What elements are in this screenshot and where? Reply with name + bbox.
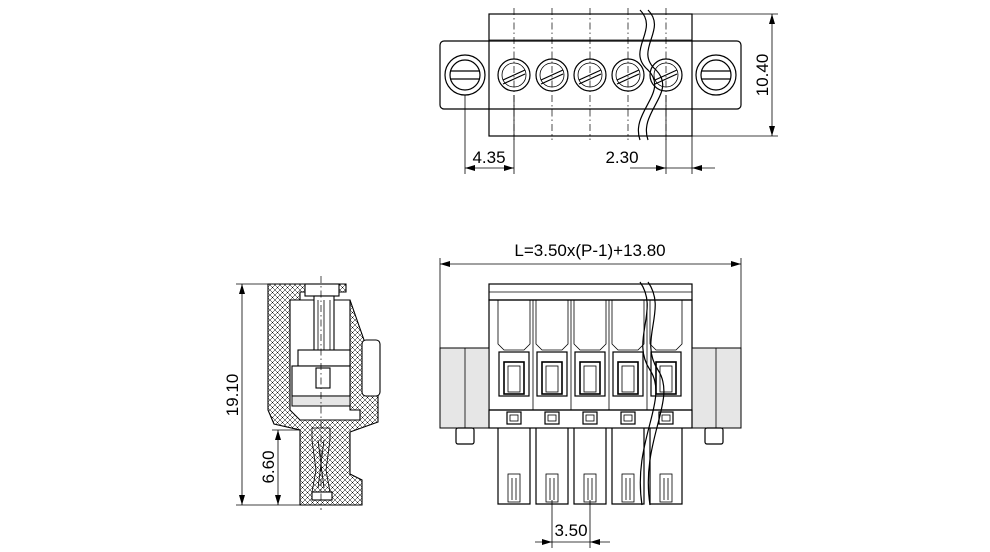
terminal-cell	[649, 300, 683, 425]
mounting-screw-icon	[695, 54, 737, 96]
side-wire-entry	[315, 367, 331, 389]
terminal-screw-icon	[497, 58, 531, 92]
side-screw-head	[304, 283, 340, 297]
terminal-pin	[535, 428, 569, 505]
dim-side-lower: 6.60	[259, 429, 300, 505]
dim-side-total: 19.10	[223, 283, 300, 506]
terminal-screw-icon	[573, 58, 607, 92]
side-latch	[361, 339, 381, 397]
dim-top-left-label: 4.35	[472, 148, 505, 167]
terminal-screw-icon	[611, 58, 645, 92]
break-line	[637, 9, 656, 141]
dim-formula: L=3.50x(P-1)+13.80	[439, 241, 742, 350]
dim-side-lower-label: 6.60	[259, 450, 278, 483]
front-foot-right	[704, 427, 724, 445]
front-ear-right	[691, 347, 742, 429]
side-clamp-top	[297, 349, 351, 367]
dim-top-height-label: 10.40	[753, 54, 772, 97]
terminal-screw-icon	[649, 58, 683, 92]
dim-front-pitch-label: 3.50	[554, 521, 587, 540]
mounting-screw-icon	[444, 54, 486, 96]
terminal-pin	[611, 428, 645, 505]
front-base	[488, 409, 693, 429]
terminal-pin	[573, 428, 607, 505]
dim-top-horizontal: 4.35 2.30	[464, 95, 715, 174]
terminal-pin	[497, 428, 531, 505]
terminal-cell	[611, 300, 645, 425]
front-terminal-cells	[497, 300, 683, 425]
terminal-screw-icon	[535, 58, 569, 92]
terminal-pin	[649, 428, 683, 505]
front-foot-left	[455, 427, 475, 445]
side-section-view: 19.10 6.60	[223, 276, 381, 510]
terminal-cell	[497, 300, 531, 425]
terminal-screws	[497, 58, 683, 92]
dim-side-total-label: 19.10	[223, 374, 242, 417]
dim-top-spacing-label: 2.30	[605, 148, 638, 167]
top-centerlines	[513, 8, 667, 140]
dim-front-pitch: 3.50	[535, 500, 610, 548]
terminal-cell	[535, 300, 569, 425]
top-view: 10.40 4.35 2.30	[439, 8, 778, 174]
terminal-cell	[573, 300, 607, 425]
front-view: L=3.50x(P-1)+13.80 3.50	[439, 241, 742, 548]
dim-top-height: 10.40	[692, 13, 778, 137]
front-ear-left	[439, 347, 490, 429]
break-line	[645, 9, 664, 141]
break-line	[647, 281, 665, 506]
side-pin-tip	[311, 491, 333, 501]
break-line	[639, 281, 657, 506]
top-body	[488, 13, 693, 137]
dim-formula-label: L=3.50x(P-1)+13.80	[514, 241, 665, 260]
